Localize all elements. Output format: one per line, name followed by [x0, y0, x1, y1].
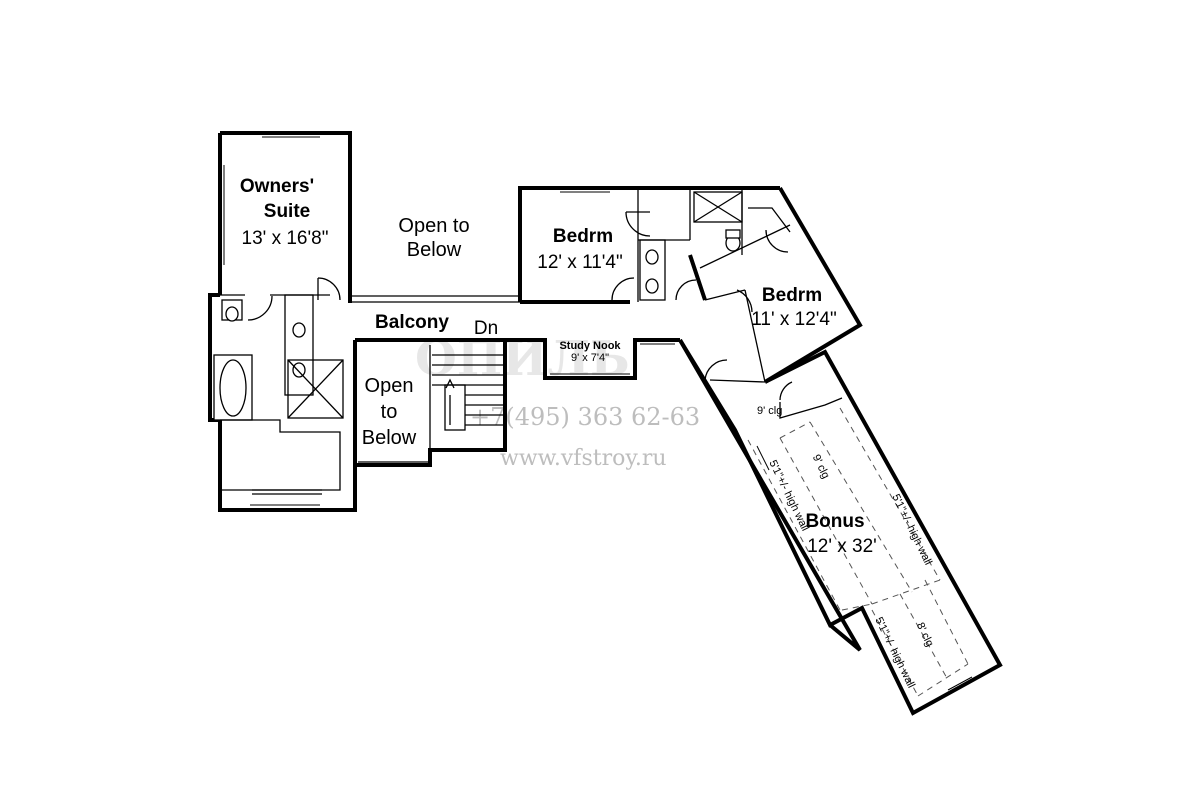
- stair-down-label: Dn: [474, 318, 498, 339]
- open-to-below-left-3: Below: [362, 427, 417, 449]
- sink-icon: [292, 322, 306, 338]
- study-nook-label: Study Nook: [559, 340, 621, 352]
- stair-treads: [432, 354, 503, 431]
- bedroom-1: Bedrm 12' x 11'4": [518, 186, 780, 304]
- owners-suite-wall: [220, 131, 352, 303]
- sink-icon: [645, 278, 659, 294]
- bedroom-2-size: 11' x 12'4": [751, 309, 836, 330]
- bedroom-2-door: [736, 289, 753, 313]
- wall-note-left-upper: 5'1"+/- high wall: [766, 458, 811, 533]
- owners-bath-door: [247, 295, 273, 321]
- bedroom-1-wall: [518, 186, 780, 302]
- balcony-label: Balcony: [375, 312, 449, 333]
- bonus-size: 12' x 32': [807, 536, 877, 557]
- owners-wing: Owners' Suite 13' x 16'8": [208, 131, 357, 512]
- bedroom-1-door: [611, 277, 635, 301]
- bedroom-1-title: Bedrm: [553, 226, 613, 247]
- ceiling-note-lower: 8' clg: [914, 621, 936, 649]
- watermark-site: www.vfstroy.ru: [500, 446, 667, 471]
- bedroom-2-closet-door: [765, 229, 789, 253]
- bonus-room: Bonus 12' x 32' 9' clg 9' clg 8' clg 5'1…: [678, 338, 1003, 716]
- owners-suite-title-1: Owners': [240, 176, 314, 197]
- balcony-area: Balcony Dn Open to Below Open to Below S…: [350, 215, 680, 467]
- bonus-title: Bonus: [805, 511, 864, 532]
- owners-suite-door: [317, 277, 341, 301]
- open-to-below-left-2: to: [381, 401, 398, 423]
- vanity: [284, 294, 314, 396]
- sink-icon: [645, 249, 659, 265]
- bonus-door: [704, 359, 728, 381]
- bath-door: [675, 279, 697, 301]
- ceiling-note-bonus: 9' clg: [810, 453, 832, 481]
- watermark-phone: +7(495) 363 62-63: [470, 403, 700, 431]
- open-to-below-top-2: Below: [407, 239, 462, 261]
- bedroom-1-closet-door: [625, 211, 651, 237]
- closet: [220, 419, 341, 491]
- vanity: [639, 239, 666, 301]
- ceiling-note-top: 9' clg: [757, 405, 782, 417]
- study-nook-size: 9' x 7'4": [571, 352, 609, 364]
- bedroom-1-size: 12' x 11'4": [537, 252, 622, 273]
- open-to-below-left-1: Open: [365, 375, 414, 397]
- open-to-below-top-1: Open to: [398, 215, 469, 237]
- sink-icon: [292, 362, 306, 378]
- stair-arrow-icon: [445, 378, 455, 389]
- bedroom-2-wall: [763, 186, 863, 384]
- bedroom-2-title: Bedrm: [762, 285, 822, 306]
- bedroom-2: Bedrm 11' x 12'4": [699, 186, 863, 384]
- shower: [287, 359, 344, 419]
- owners-suite-size: 13' x 16'8": [242, 228, 329, 249]
- owners-suite-title-2: Suite: [264, 201, 310, 222]
- closet-door: [779, 381, 793, 401]
- stair-hall-wall: [353, 340, 507, 467]
- bonus-outer-wall: [678, 338, 1003, 716]
- shared-bath: [688, 190, 791, 301]
